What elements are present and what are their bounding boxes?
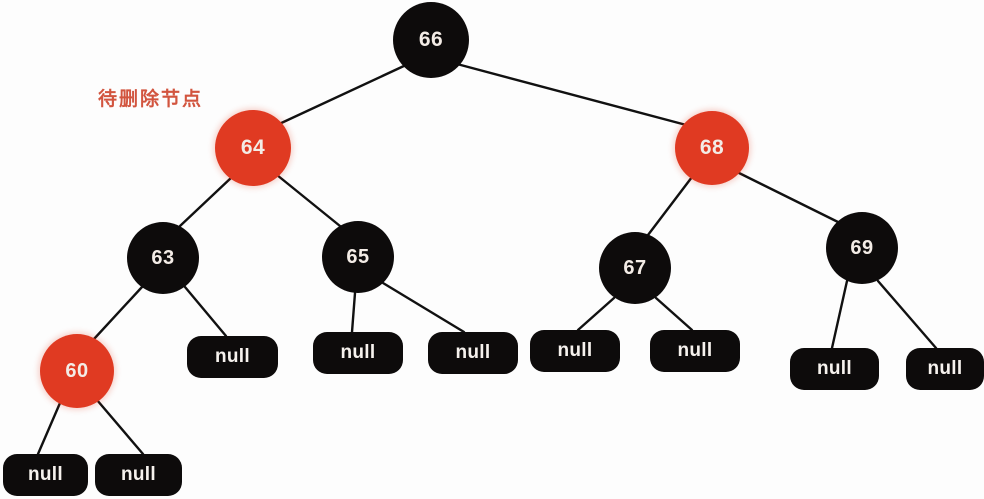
null-leaf-null-63-right[interactable]: null (187, 336, 278, 378)
tree-edge (646, 175, 694, 237)
tree-edge (381, 281, 466, 334)
tree-node-63[interactable]: 63 (127, 222, 199, 294)
null-leaf-null-65-right[interactable]: null (428, 332, 518, 374)
null-leaf-label: null (557, 340, 593, 361)
tree-edge (275, 173, 342, 228)
tree-edge (731, 168, 840, 224)
tree-node-label: 69 (850, 236, 874, 259)
tree-node-65[interactable]: 65 (322, 221, 394, 293)
tree-node-label: 65 (346, 245, 370, 268)
null-leaf-null-69-left[interactable]: null (790, 348, 879, 390)
tree-edge (178, 175, 234, 228)
tree-node-64[interactable]: 64 (215, 110, 291, 186)
tree-node-label: 64 (240, 136, 266, 159)
tree-edge (455, 62, 692, 128)
tree-edge (350, 291, 357, 334)
null-leaf-label: null (28, 464, 63, 485)
null-leaf-null-60-right[interactable]: null (95, 454, 182, 496)
tree-node-66[interactable]: 66 (393, 2, 469, 78)
tree-edge (830, 279, 849, 350)
null-leaf-label: null (677, 340, 713, 361)
tree-node-label: 67 (623, 256, 647, 279)
null-leaf-label: null (817, 358, 852, 379)
tree-edge (95, 398, 145, 456)
tree-node-67[interactable]: 67 (599, 232, 671, 304)
null-leaf-null-60-left[interactable]: null (3, 454, 88, 496)
null-leaf-null-65-left[interactable]: null (313, 332, 403, 374)
null-leaf-label: null (927, 358, 963, 379)
tree-edge (576, 296, 616, 332)
tree-node-label: 68 (699, 136, 725, 159)
null-leaf-label: null (340, 342, 376, 363)
tree-node-69[interactable]: 69 (826, 212, 898, 284)
null-leaf-label: null (215, 346, 250, 367)
null-leaf-null-67-right[interactable]: null (650, 330, 740, 372)
tree-edge (876, 279, 938, 350)
tree-edge (654, 296, 694, 332)
tree-edge (183, 285, 228, 338)
delete-target-label: 待删除节点 (98, 89, 204, 110)
tree-edge (275, 63, 408, 127)
null-leaf-label: null (121, 464, 156, 485)
null-leaf-null-69-right[interactable]: null (906, 348, 984, 390)
tree-node-60[interactable]: 60 (40, 334, 114, 408)
tree-edge (36, 401, 62, 456)
null-leaf-null-67-left[interactable]: null (530, 330, 620, 372)
tree-node-label: 66 (418, 28, 444, 51)
tree-node-label: 63 (151, 246, 175, 269)
tree-node-68[interactable]: 68 (675, 111, 749, 185)
null-leaf-label: null (455, 342, 491, 363)
tree-node-label: 60 (65, 359, 89, 382)
tree-edge (92, 285, 144, 341)
